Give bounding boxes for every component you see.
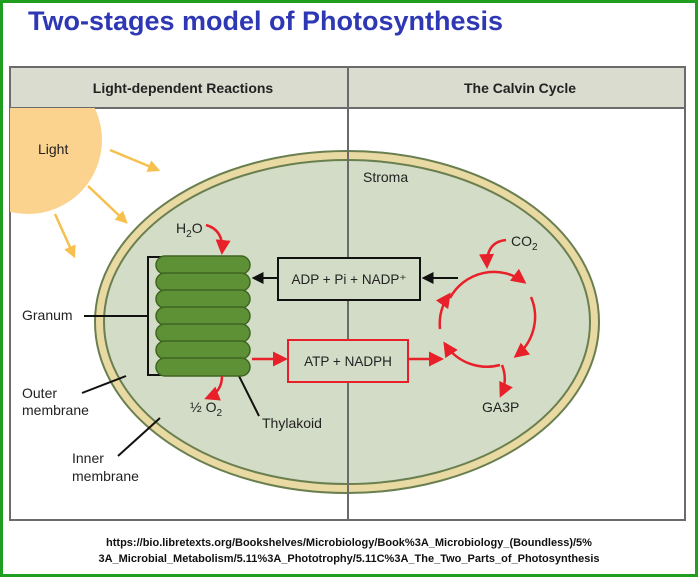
outer-membrane-label-2: membrane <box>22 402 89 418</box>
thylakoid-label: Thylakoid <box>262 415 322 431</box>
granum-bracket <box>147 256 164 376</box>
thylakoid-disc <box>155 323 251 343</box>
thylakoid-disc <box>155 357 251 377</box>
co2-label: CO2 <box>511 233 538 253</box>
oxygen-label: ½ O2 <box>190 399 222 419</box>
sun-icon <box>10 108 102 214</box>
source-line-2: 3A_Microbial_Metabolism/5.11%3A_Phototro… <box>98 553 600 565</box>
cycle-arrow-icon <box>448 268 527 299</box>
reactants-text: ADP + Pi + NADP⁺ <box>292 272 407 287</box>
light-arrow-icon <box>53 213 76 259</box>
stroma-label: Stroma <box>363 169 408 185</box>
oxygen-out-arrow-icon <box>204 375 224 401</box>
source-line-1: https://bio.libretexts.org/Bookshelves/M… <box>106 537 592 549</box>
cycle-arrow-icon <box>435 292 451 330</box>
thylakoid-disc <box>155 306 251 326</box>
light-arrow-icon <box>109 148 161 172</box>
outer-membrane-leader <box>81 375 127 394</box>
inner-membrane-label-2: membrane <box>72 468 139 484</box>
inner-membrane-leader <box>117 417 161 457</box>
light-arrow-icon <box>87 185 128 224</box>
products-text: ATP + NADPH <box>304 354 392 369</box>
thylakoid-leader <box>235 369 260 417</box>
light-rays <box>53 148 161 259</box>
thylakoid-disc <box>155 255 251 275</box>
products-box <box>287 339 409 383</box>
source-citation: https://bio.libretexts.org/Bookshelves/M… <box>0 535 698 567</box>
inner-membrane-label-1: Inner <box>72 450 104 466</box>
calvin-cycle-loop <box>435 268 537 368</box>
granum-stack <box>155 255 251 377</box>
cycle-arrow-icon <box>513 296 537 358</box>
cycle-arrow-icon <box>443 341 501 368</box>
ga3p-out-arrow-icon <box>499 364 513 398</box>
water-label: H2O <box>176 220 203 240</box>
thylakoid-disc <box>155 289 251 309</box>
thylakoid-disc <box>155 340 251 360</box>
granum-label: Granum <box>22 307 73 323</box>
light-label: Light <box>38 141 68 157</box>
co2-in-arrow-icon <box>479 238 507 269</box>
page-title: Two-stages model of Photosynthesis <box>28 6 504 36</box>
water-in-arrow-icon <box>205 223 231 255</box>
ga3p-label: GA3P <box>482 399 519 415</box>
outer-membrane-label-1: Outer <box>22 385 57 401</box>
thylakoid-disc <box>155 272 251 292</box>
header-calvin-cycle: The Calvin Cycle <box>464 80 576 96</box>
header-light-reactions: Light-dependent Reactions <box>93 80 274 96</box>
